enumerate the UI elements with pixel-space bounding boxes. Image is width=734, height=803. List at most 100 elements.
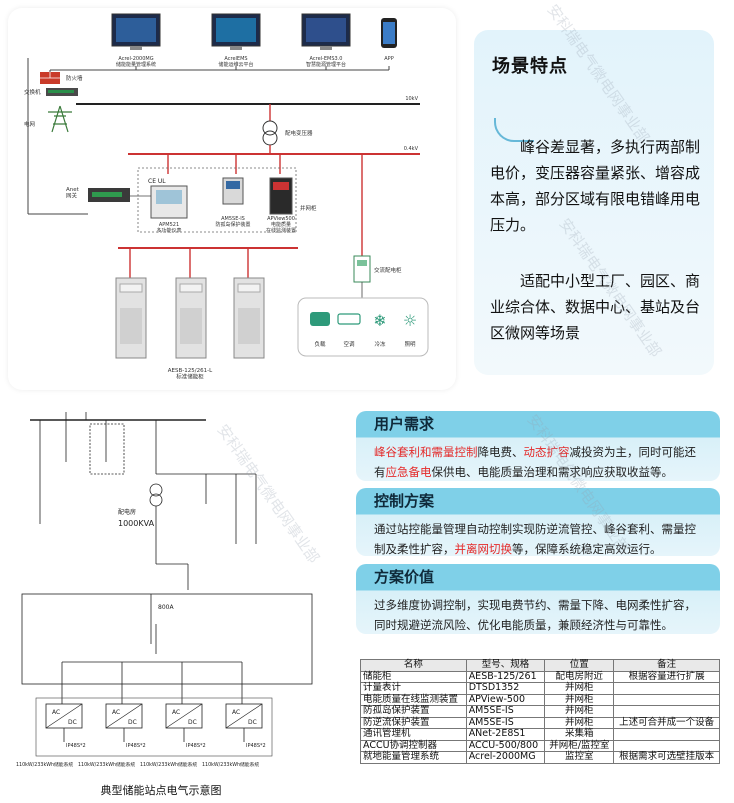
svg-text:IP48S*2: IP48S*2 xyxy=(246,743,266,749)
bottom-electrical-diagram: 配电房 1000KVA 800A AC DC IP48S*2 AC DC IP4… xyxy=(6,404,326,774)
pcs-unit-4: AC DC IP48S*2 xyxy=(225,703,266,749)
snowflake-icon: ❄ xyxy=(373,311,386,330)
card-control-plan: 控制方案 通过站控能量管理自动控制实现防逆流管控、峰谷套利、需量控制及柔性扩容，… xyxy=(356,488,720,556)
card-value-body: 过多维度协调控制，实现电费节约、需量下降、电网柔性扩容，同时规避逆流风险、优化电… xyxy=(374,598,696,632)
monitor-ems3 xyxy=(301,13,351,50)
th-remark: 备注 xyxy=(613,659,720,672)
storage-cabinet-3 xyxy=(233,277,265,359)
card-user-needs: 用户需求 峰谷套利和需量控制降电费、动态扩容减投资为主，同时可能还有应急备电保供… xyxy=(356,411,720,481)
th-location: 位置 xyxy=(544,659,615,672)
storage-system-label-2: 110kW/233kWh储能系统 xyxy=(140,761,197,768)
scene-paragraph-2: 适配中小型工厂、园区、商业综合体、数据中心、基站及台区微网等场景 xyxy=(490,272,701,342)
firewall-label: 防火墙 xyxy=(66,74,83,82)
th-model: 型号、规格 xyxy=(465,659,546,672)
svg-text:DC: DC xyxy=(68,719,77,726)
needs-text-3: 保供电、电能质量治理和需求响应获取收益等。 xyxy=(431,465,674,479)
device-apview-icon xyxy=(269,177,293,215)
grid-tie-label: 并网柜 xyxy=(300,204,317,212)
svg-text:☼: ☼ xyxy=(403,311,417,330)
air-conditioner-icon xyxy=(337,313,361,325)
control-text-1: 通过站控能量管理自动控制实现防逆流管控、峰谷套利、需量控制及柔性扩容， xyxy=(374,522,696,556)
load-label-2: 冷冻 xyxy=(374,340,386,348)
card-solution-value: 方案价值 过多维度协调控制，实现电费节约、需量下降、电网柔性扩容，同时规避逆流风… xyxy=(356,564,720,634)
card-value-title: 方案价值 xyxy=(374,568,435,586)
ac-distribution-label: 交流配电柜 xyxy=(374,266,402,274)
transformer-icon xyxy=(262,120,278,146)
breaker-label: 800A xyxy=(158,604,174,611)
motor-icon xyxy=(310,312,330,326)
substation-label: 配电房 xyxy=(118,508,136,516)
svg-text:AC: AC xyxy=(112,709,120,716)
switch-icon xyxy=(46,88,78,96)
device-am5se-icon xyxy=(222,177,244,205)
svg-text:DC: DC xyxy=(188,719,197,726)
switch-label: 交换机 xyxy=(24,88,41,96)
pcs-unit-1: AC DC IP48S*2 xyxy=(45,703,86,749)
needs-text-1: 降电费、 xyxy=(477,445,524,459)
system-label-3: APP xyxy=(384,56,393,62)
sun-icon: ☼ xyxy=(403,311,417,330)
load-label-0: 负载 xyxy=(314,340,326,348)
comm-lines xyxy=(27,58,390,215)
card-needs-title: 用户需求 xyxy=(374,415,435,433)
phone-app-icon xyxy=(381,18,397,48)
pcs-unit-3: AC DC IP48S*2 xyxy=(165,703,206,749)
svg-text:IP48S*2: IP48S*2 xyxy=(66,743,86,749)
control-text-2: 等，保障系统稳定高效运行。 xyxy=(512,542,662,556)
bus-10kv-label: 10kV xyxy=(405,96,418,102)
needs-text-2: 减投资为主，同时可能还有 xyxy=(374,445,696,479)
storage-system-label-0: 110kW/233kWh储能系统 xyxy=(16,761,73,768)
needs-highlight-1: 峰谷套利和需量控制 xyxy=(374,445,478,459)
storage-system-label-3: 110kW/233kWh储能系统 xyxy=(202,761,259,768)
card-control-body: 通过站控能量管理自动控制实现防逆流管控、峰谷套利、需量控制及柔性扩容，并离网切换… xyxy=(368,515,708,563)
svg-text:DC: DC xyxy=(248,719,257,726)
svg-text:IP48S*2: IP48S*2 xyxy=(186,743,206,749)
transformer-label: 配电变压器 xyxy=(285,129,313,137)
gateway-icon xyxy=(88,188,130,202)
grid-label: 电网 xyxy=(24,120,36,128)
storage-cabinet-1 xyxy=(115,277,147,359)
pcs-unit-2: AC DC IP48S*2 xyxy=(105,703,146,749)
card-control-title: 控制方案 xyxy=(374,492,435,510)
transformer-capacity: 1000KVA xyxy=(118,519,155,528)
load-label-1: 空调 xyxy=(343,340,355,348)
th-name: 名称 xyxy=(360,659,467,672)
scene-title: 场景特点 xyxy=(492,56,568,77)
device-apm521-icon xyxy=(150,185,188,219)
storage-system-label-1: 110kW/233kWh储能系统 xyxy=(78,761,135,768)
bus-04kv-label: 0.4kV xyxy=(404,146,419,152)
cert-label: CE UL xyxy=(148,178,166,185)
grid-tie-enclosure xyxy=(137,167,297,233)
svg-text:AC: AC xyxy=(52,709,60,716)
scene-decoration xyxy=(494,118,534,142)
svg-text:❄: ❄ xyxy=(373,311,386,330)
control-highlight: 并离网切换 xyxy=(454,542,513,556)
monitor-cloud xyxy=(211,13,261,50)
svg-text:IP48S*2: IP48S*2 xyxy=(126,743,146,749)
storage-cabinet-2 xyxy=(175,277,207,359)
scene-card: 场景特点 峰谷差显著，多执行两部制电价，变压器容量紧张、增容成本高，部分区域有限… xyxy=(474,30,714,375)
load-label-3: 照明 xyxy=(404,341,416,348)
bottom-diagram-svg: 配电房 1000KVA 800A AC DC IP48S*2 AC DC IP4… xyxy=(16,412,313,768)
svg-text:DC: DC xyxy=(128,719,137,726)
table-header-row: 名称 型号、规格 位置 备注 xyxy=(360,659,720,672)
firewall-icon xyxy=(40,72,60,84)
